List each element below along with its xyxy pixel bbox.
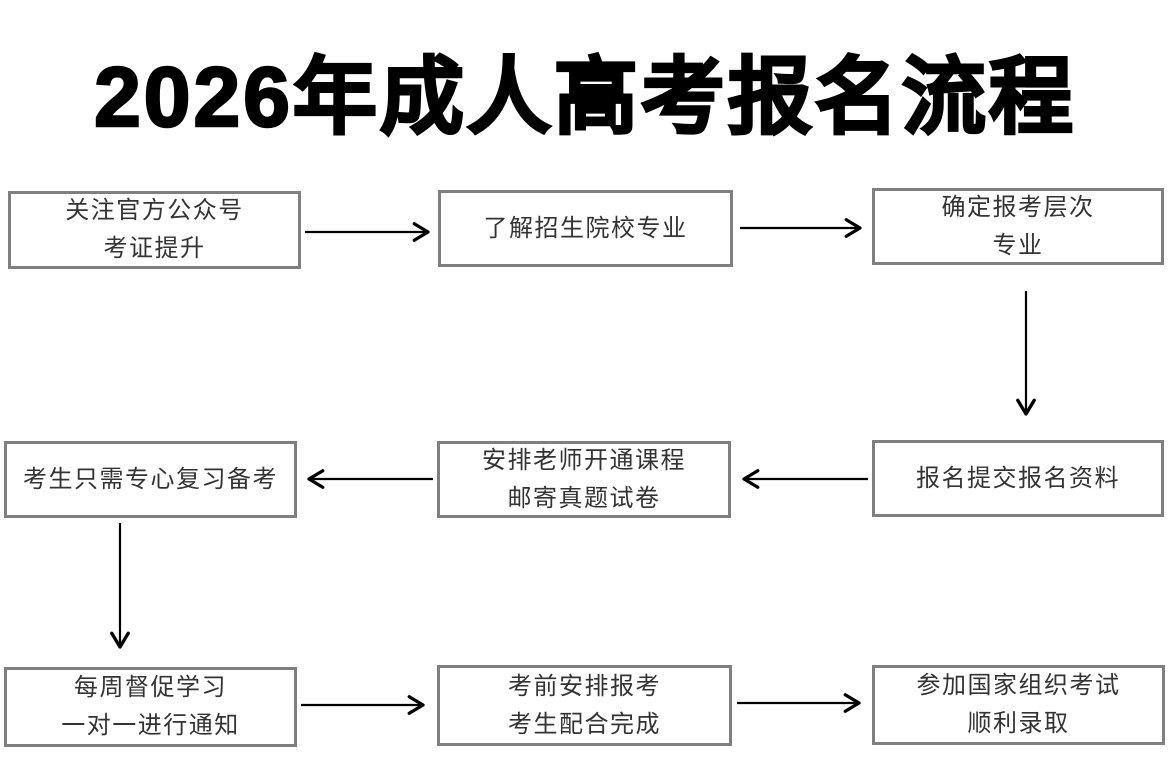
flow-step-text: 关注官方公众号 — [65, 197, 244, 224]
flow-step-text: 邮寄真题试卷 — [507, 484, 661, 512]
flow-step-text: 了解招生院校专业 — [483, 214, 688, 242]
flow-step-text: 报名提交报名资料 — [916, 464, 1120, 492]
flow-step-text: 顺利录取 — [967, 710, 1070, 737]
flow-step-text: 专业 — [992, 231, 1044, 259]
flow-step-text: 确定报考层次 — [941, 193, 1095, 221]
flow-step-text: 参加国家组织考试 — [916, 672, 1121, 699]
flow-step-text: 一对一进行通知 — [61, 712, 240, 739]
flow-step-submit-materials: 报名提交报名资料 — [872, 440, 1164, 517]
flow-step-text: 考证提升 — [103, 235, 206, 262]
flow-step-confirm-level-major: 确定报考层次 专业 — [872, 188, 1164, 265]
flow-step-text: 安排老师开通课程 — [482, 446, 686, 474]
flow-step-weekly-supervision: 每周督促学习 一对一进行通知 — [4, 667, 297, 747]
flow-step-teacher-opens-course: 安排老师开通课程 邮寄真题试卷 — [437, 441, 731, 518]
flow-step-pre-exam-arrangement: 考前安排报考 考生配合完成 — [437, 665, 732, 746]
flow-step-text: 考生只需专心复习备考 — [23, 465, 278, 493]
flow-step-focus-on-review: 考生只需专心复习备考 — [4, 441, 297, 518]
flow-step-follow-official-account: 关注官方公众号 考证提升 — [8, 191, 301, 269]
page-title: 2026年成人高考报名流程 — [93, 49, 1076, 146]
flow-step-text: 考生配合完成 — [508, 710, 661, 738]
flow-step-text: 每周督促学习 — [74, 674, 227, 701]
flow-step-text: 考前安排报考 — [508, 672, 661, 700]
flow-step-learn-schools-majors: 了解招生院校专业 — [438, 190, 733, 267]
flow-step-take-exam-admitted: 参加国家组织考试 顺利录取 — [872, 665, 1165, 745]
